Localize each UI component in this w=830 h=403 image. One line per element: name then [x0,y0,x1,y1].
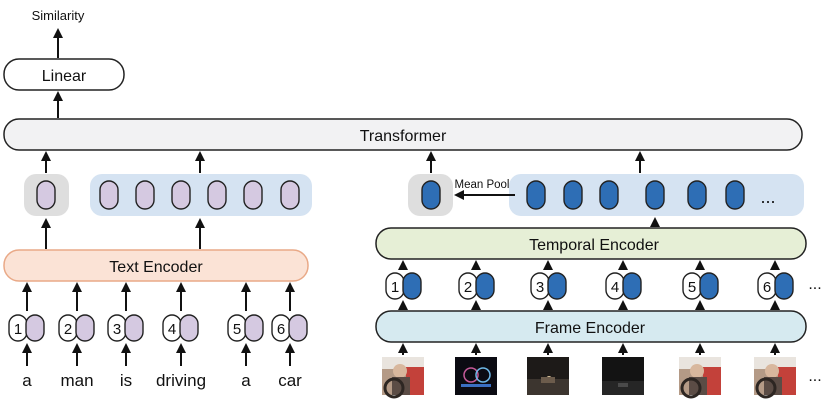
frame-position-index: 3 [536,279,544,296]
frame-embedding-pill [774,272,794,300]
frame-position-index: 2 [464,279,472,296]
frame-position-index: 1 [391,279,399,296]
text-token-4 [207,180,227,210]
video-token-4 [645,180,665,210]
word-column-2: 2 man [58,282,95,390]
driver-frame-icon [382,343,424,399]
dashboard-frame-icon [455,343,497,395]
position-index: 2 [64,321,72,338]
word-label: man [60,371,93,390]
night-road-frame-icon [527,343,569,395]
frame-encoder-box [375,310,807,343]
word-column-6: 6 car [271,282,308,390]
frame-token-1: 1 [385,260,422,310]
video-token-5 [687,180,707,210]
word-column-3: 3 is [107,282,144,390]
video-token-1 [526,180,546,210]
frame-encoder-label: Frame Encoder [535,320,646,337]
position-index: 5 [233,321,241,338]
frame-embedding-pill [699,272,719,300]
video-cls-token [421,180,441,210]
word-label: a [22,371,32,390]
frame-embedding-pill [402,272,422,300]
transformer-box [3,118,803,151]
word-column-1: 1a [8,282,45,390]
text-token-2 [135,180,155,210]
word-label: car [278,371,302,390]
frame-position-index: 4 [611,279,619,296]
frame-token-2: 2 [458,260,495,310]
frame-embedding-pill [475,272,495,300]
temporal-encoder-box [375,227,807,260]
word-label: is [120,371,132,390]
word-embedding-pill [124,314,144,342]
frame-token-4: 4 [605,260,642,310]
word-column-5: 5a [227,282,264,390]
word-embedding-pill [75,314,95,342]
word-column-4: 4 driving [156,282,206,390]
text-token-6 [280,180,300,210]
transformer-label: Transformer [360,128,447,145]
position-index: 4 [168,321,176,338]
video-token-6 [725,180,745,210]
frame-thumbnail-row [382,343,796,399]
driver-frame-icon [679,343,721,399]
frame-embedding-pill [547,272,567,300]
temporal-encoder-label: Temporal Encoder [529,237,660,254]
word-label: driving [156,371,206,390]
similarity-label: Similarity [32,8,85,23]
frame-embedding-pill [622,272,642,300]
video-token-row [421,180,745,210]
word-embedding-pill [25,314,45,342]
text-token-3 [171,180,191,210]
text-token-5 [243,180,263,210]
word-embedding-pill [244,314,264,342]
text-token-1 [99,180,119,210]
driver-frame-icon [754,343,796,399]
linear-box [3,58,125,91]
video-token-ellipsis: ... [760,187,775,207]
video-token-2 [563,180,583,210]
position-index: 3 [113,321,121,338]
word-embedding-pill [288,314,308,342]
word-embedding-pill [179,314,199,342]
text-token-row [36,180,300,210]
frame-token-row: 1 2 3 4 5 6 [385,260,794,310]
text-cls-token [36,180,56,210]
video-token-3 [599,180,619,210]
text-encoder-box [3,249,309,282]
dark-road-frame-icon [602,343,644,395]
text-encoder-label: Text Encoder [109,259,203,276]
position-index: 1 [14,321,22,338]
frame-position-index: 6 [763,279,771,296]
frame-token-5: 5 [682,260,719,310]
mean-pool-label: Mean Pool [455,179,510,191]
text-token-band [90,174,312,216]
frame-token-3: 3 [530,260,567,310]
word-label: a [241,371,251,390]
position-index: 6 [277,321,285,338]
frame-token-6: 6 [757,260,794,310]
linear-label: Linear [42,68,87,85]
frame-position-index: 5 [688,279,696,296]
frame-token-ellipsis: ... [808,276,821,293]
frame-thumbnail-ellipsis: ... [808,368,821,385]
